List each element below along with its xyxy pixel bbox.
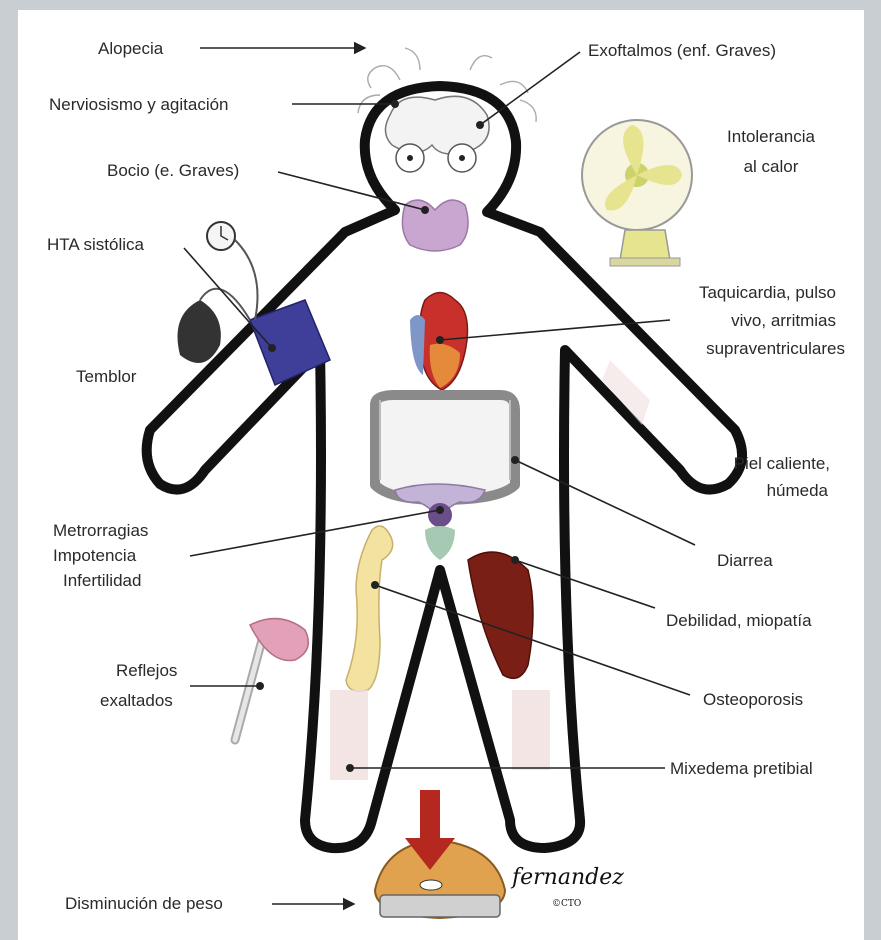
label-diarrea: Diarrea — [717, 550, 773, 572]
label-exoftalmos: Exoftalmos (enf. Graves) — [588, 40, 776, 62]
leader-bocio — [278, 172, 425, 210]
label-alopecia: Alopecia — [98, 38, 163, 60]
scale-icon — [375, 790, 505, 918]
label-intolerancia-1: Intolerancia — [712, 126, 830, 148]
uterus-icon — [395, 484, 485, 560]
label-disminucion: Disminución de peso — [65, 893, 223, 915]
muscle-icon — [468, 552, 533, 678]
label-taqui-3: supraventriculares — [630, 338, 845, 360]
label-taqui-1: Taquicardia, pulso — [630, 282, 836, 304]
label-debilidad: Debilidad, miopatía — [666, 610, 812, 632]
femur-icon — [346, 526, 393, 691]
label-bocio: Bocio (e. Graves) — [107, 160, 239, 182]
label-reflejos-1: Reflejos — [116, 660, 177, 682]
leader-metrorragias — [190, 510, 440, 556]
artist-signature: fernandez ©CTO — [512, 865, 624, 890]
fan-icon — [582, 120, 692, 266]
label-metrorragias: Metrorragias — [53, 520, 148, 542]
label-hta: HTA sistólica — [47, 234, 144, 256]
leader-exoftalmos — [480, 52, 580, 125]
label-taqui-2: vivo, arritmias — [630, 310, 836, 332]
label-piel-1: Piel caliente, — [700, 453, 830, 475]
label-piel-2: húmeda — [700, 480, 828, 502]
leader-diarrea — [515, 460, 695, 545]
label-temblor: Temblor — [76, 366, 136, 388]
label-osteoporosis: Osteoporosis — [703, 689, 803, 711]
label-reflejos-2: exaltados — [100, 690, 173, 712]
label-mixedema: Mixedema pretibial — [670, 758, 813, 780]
signature-mark: ©CTO — [552, 899, 581, 909]
signature-name: fernandez — [512, 865, 624, 890]
label-infertilidad: Infertilidad — [63, 570, 141, 592]
brain-icon — [385, 96, 489, 154]
reflex-hammer-icon — [235, 619, 308, 740]
leader-debilidad — [515, 560, 655, 608]
thyroid-icon — [402, 200, 468, 251]
label-nerviosismo: Nerviosismo y agitación — [49, 94, 229, 116]
shin-right — [512, 690, 550, 770]
label-impotencia: Impotencia — [53, 545, 136, 567]
bp-cuff-icon — [178, 222, 331, 385]
label-intolerancia-2: al calor — [712, 156, 830, 178]
